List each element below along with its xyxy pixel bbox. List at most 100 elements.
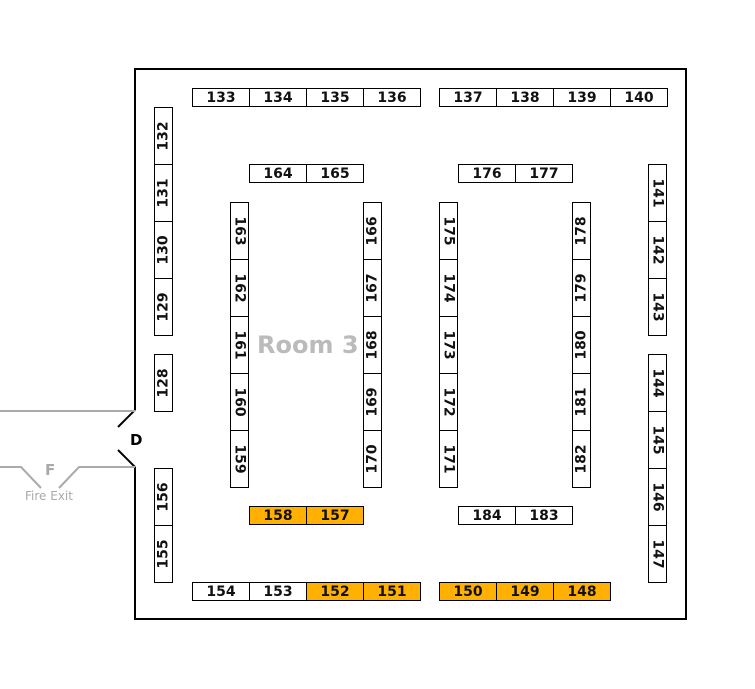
booth-number: 166 xyxy=(364,216,381,246)
booth-174[interactable]: 174 xyxy=(439,259,458,317)
booth-169[interactable]: 169 xyxy=(363,373,382,431)
booth-number: 178 xyxy=(573,216,590,246)
booth-128[interactable]: 128 xyxy=(154,354,173,412)
booth-129[interactable]: 129 xyxy=(154,278,173,336)
booth-146[interactable]: 146 xyxy=(648,468,667,526)
booth-number: 147 xyxy=(649,539,666,569)
booth-number: 131 xyxy=(155,178,172,208)
booth-number: 156 xyxy=(155,482,172,512)
booth-175[interactable]: 175 xyxy=(439,202,458,260)
booth-number: 157 xyxy=(320,507,350,524)
booth-136[interactable]: 136 xyxy=(363,88,421,107)
booth-159[interactable]: 159 xyxy=(230,430,249,488)
booth-161[interactable]: 161 xyxy=(230,316,249,374)
booth-number: 155 xyxy=(155,539,172,569)
booth-142[interactable]: 142 xyxy=(648,221,667,279)
door-label: D xyxy=(130,431,143,449)
booth-number: 181 xyxy=(573,387,590,417)
booth-177[interactable]: 177 xyxy=(515,164,573,183)
booth-number: 184 xyxy=(472,507,502,524)
booth-130[interactable]: 130 xyxy=(154,221,173,279)
booth-number: 179 xyxy=(573,273,590,303)
booth-number: 128 xyxy=(155,368,172,398)
booth-182[interactable]: 182 xyxy=(572,430,591,488)
booth-number: 164 xyxy=(263,165,293,182)
booth-149[interactable]: 149 xyxy=(496,582,554,601)
booth-170[interactable]: 170 xyxy=(363,430,382,488)
booth-165[interactable]: 165 xyxy=(306,164,364,183)
booth-137[interactable]: 137 xyxy=(439,88,497,107)
booth-number: 135 xyxy=(320,89,350,106)
booth-167[interactable]: 167 xyxy=(363,259,382,317)
booth-number: 129 xyxy=(155,292,172,322)
room-walls xyxy=(117,68,687,620)
booth-184[interactable]: 184 xyxy=(458,506,516,525)
booth-176[interactable]: 176 xyxy=(458,164,516,183)
booth-152[interactable]: 152 xyxy=(306,582,364,601)
booth-number: 180 xyxy=(573,330,590,360)
booth-158[interactable]: 158 xyxy=(249,506,307,525)
booth-number: 139 xyxy=(567,89,597,106)
booth-181[interactable]: 181 xyxy=(572,373,591,431)
booth-139[interactable]: 139 xyxy=(553,88,611,107)
booth-180[interactable]: 180 xyxy=(572,316,591,374)
booth-number: 159 xyxy=(231,444,248,474)
booth-number: 183 xyxy=(529,507,559,524)
fire-exit-corridor xyxy=(0,410,135,489)
booth-number: 132 xyxy=(155,121,172,151)
booth-number: 177 xyxy=(529,165,559,182)
booth-150[interactable]: 150 xyxy=(439,582,497,601)
booth-168[interactable]: 168 xyxy=(363,316,382,374)
booth-number: 143 xyxy=(649,292,666,322)
booth-number: 171 xyxy=(440,444,457,474)
booth-156[interactable]: 156 xyxy=(154,468,173,526)
booth-160[interactable]: 160 xyxy=(230,373,249,431)
booth-178[interactable]: 178 xyxy=(572,202,591,260)
booth-number: 144 xyxy=(649,368,666,398)
booth-number: 174 xyxy=(440,273,457,303)
booth-148[interactable]: 148 xyxy=(553,582,611,601)
booth-141[interactable]: 141 xyxy=(648,164,667,222)
booth-number: 136 xyxy=(377,89,407,106)
booth-164[interactable]: 164 xyxy=(249,164,307,183)
booth-number: 140 xyxy=(624,89,654,106)
booth-number: 130 xyxy=(155,235,172,265)
booth-143[interactable]: 143 xyxy=(648,278,667,336)
booth-135[interactable]: 135 xyxy=(306,88,364,107)
booth-number: 153 xyxy=(263,583,293,600)
booth-162[interactable]: 162 xyxy=(230,259,249,317)
booth-138[interactable]: 138 xyxy=(496,88,554,107)
booth-number: 163 xyxy=(231,216,248,246)
booth-166[interactable]: 166 xyxy=(363,202,382,260)
booth-134[interactable]: 134 xyxy=(249,88,307,107)
booth-number: 172 xyxy=(440,387,457,417)
booth-179[interactable]: 179 xyxy=(572,259,591,317)
booth-155[interactable]: 155 xyxy=(154,525,173,583)
booth-147[interactable]: 147 xyxy=(648,525,667,583)
booth-153[interactable]: 153 xyxy=(249,582,307,601)
booth-132[interactable]: 132 xyxy=(154,107,173,165)
fire-exit-letter: F xyxy=(45,461,56,479)
booth-number: 161 xyxy=(231,330,248,360)
booth-154[interactable]: 154 xyxy=(192,582,250,601)
booth-number: 145 xyxy=(649,425,666,455)
booth-number: 154 xyxy=(206,583,236,600)
booth-171[interactable]: 171 xyxy=(439,430,458,488)
booth-173[interactable]: 173 xyxy=(439,316,458,374)
booth-183[interactable]: 183 xyxy=(515,506,573,525)
booth-133[interactable]: 133 xyxy=(192,88,250,107)
booth-number: 152 xyxy=(320,583,350,600)
booth-144[interactable]: 144 xyxy=(648,354,667,412)
booth-145[interactable]: 145 xyxy=(648,411,667,469)
booth-172[interactable]: 172 xyxy=(439,373,458,431)
booth-140[interactable]: 140 xyxy=(610,88,668,107)
booth-163[interactable]: 163 xyxy=(230,202,249,260)
booth-157[interactable]: 157 xyxy=(306,506,364,525)
booth-number: 173 xyxy=(440,330,457,360)
booth-number: 148 xyxy=(567,583,597,600)
booth-131[interactable]: 131 xyxy=(154,164,173,222)
booth-151[interactable]: 151 xyxy=(363,582,421,601)
booth-number: 182 xyxy=(573,444,590,474)
booth-number: 149 xyxy=(510,583,540,600)
